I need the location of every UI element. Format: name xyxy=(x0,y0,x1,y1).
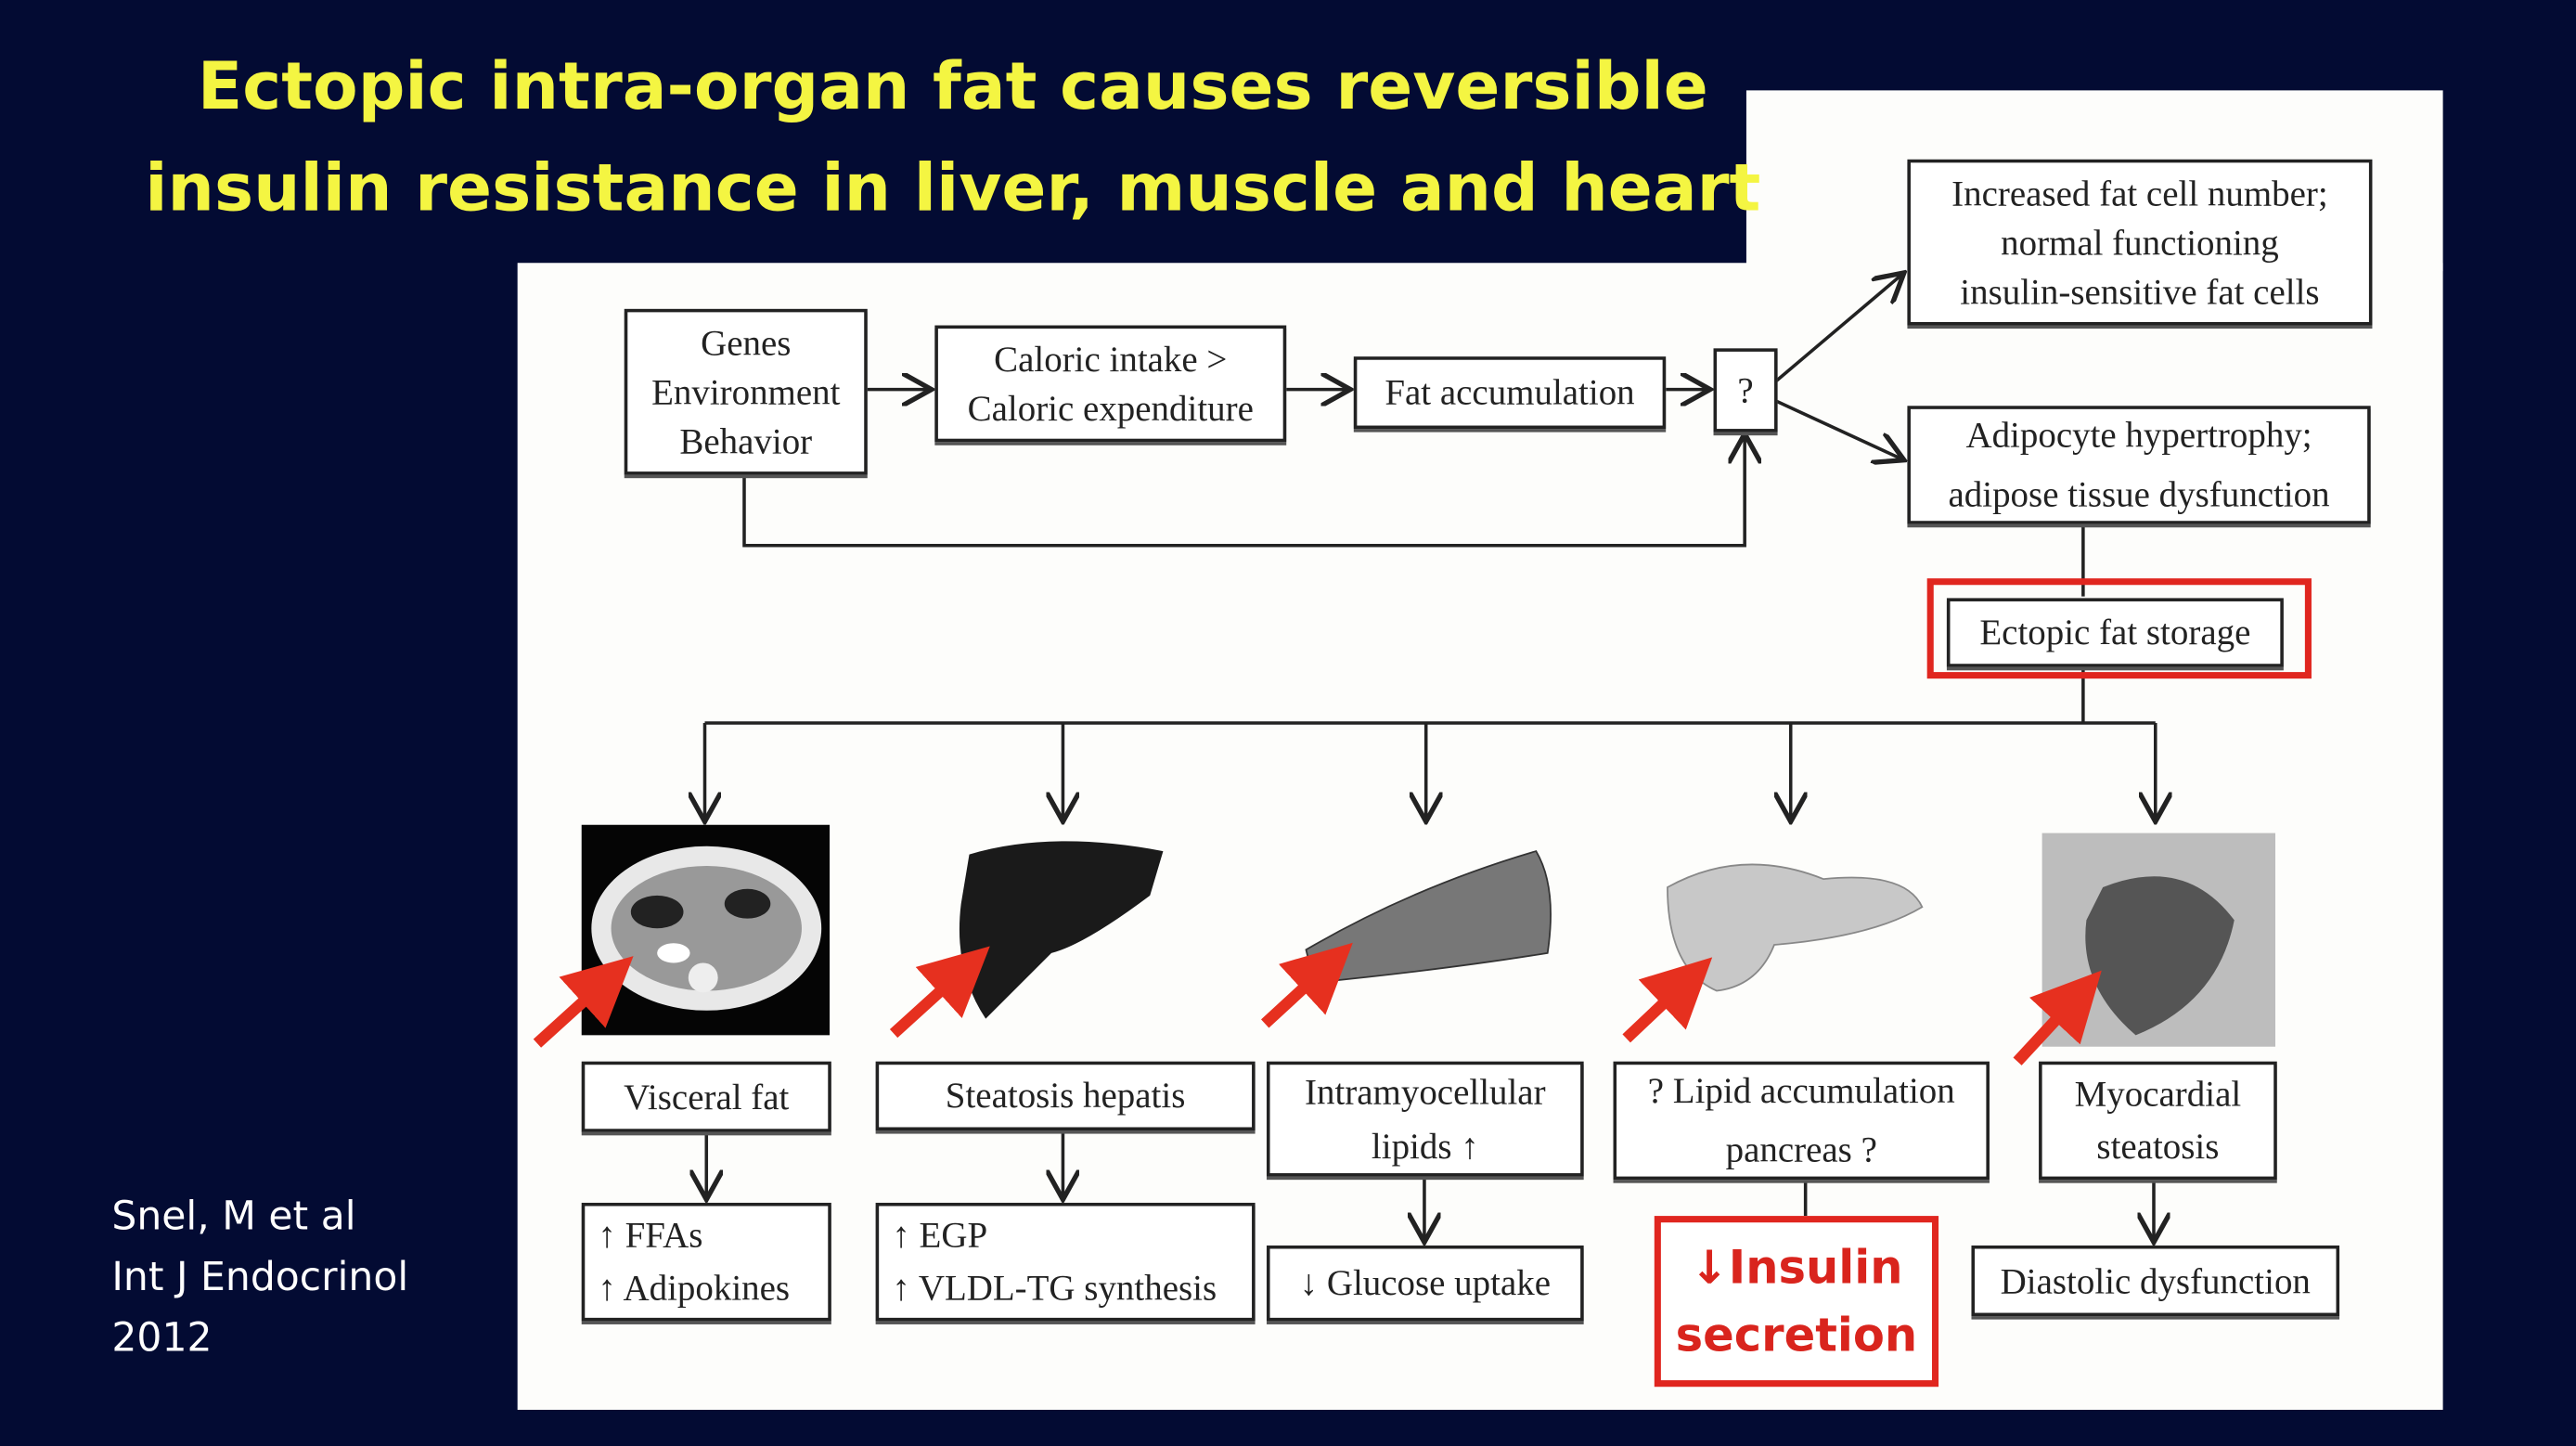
muscle-image xyxy=(1305,850,1552,984)
box-text: Fat accumulation xyxy=(1385,371,1635,413)
box-text: Diastolic dysfunction xyxy=(2000,1259,2311,1301)
box-text: Intramyocellular xyxy=(1305,1071,1546,1113)
genes-environment-behavior-box: Genes Environment Behavior xyxy=(624,308,868,475)
intramyocellular-lipids-box: Intramyocellular lipids ↑ xyxy=(1266,1061,1584,1177)
box-text: Caloric expenditure xyxy=(967,386,1254,429)
steatosis-hepatis-box: Steatosis hepatis xyxy=(875,1061,1256,1131)
box-text: Adipocyte hypertrophy; xyxy=(1965,414,2312,456)
citation-authors: Snel, M et al xyxy=(111,1193,356,1239)
box-text: Behavior xyxy=(679,420,813,461)
egp-vldl-box: ↑ EGP ↑ VLDL-TG synthesis xyxy=(875,1202,1256,1322)
visceral-fat-box: Visceral fat xyxy=(581,1061,831,1132)
title-line-1: Ectopic intra-organ fat causes reversibl… xyxy=(197,49,1708,125)
arrow xyxy=(1775,399,1904,460)
fat-accumulation-box: Fat accumulation xyxy=(1353,356,1667,430)
box-text: ? xyxy=(1737,368,1754,410)
citation-year: 2012 xyxy=(111,1314,213,1361)
box-text: adipose tissue dysfunction xyxy=(1948,472,2330,515)
red-pointer-arrows xyxy=(533,942,2102,1065)
arrow xyxy=(1774,273,1904,383)
box-text: pancreas ? xyxy=(1725,1129,1877,1170)
box-text: Myocardial xyxy=(2074,1073,2242,1115)
adipocyte-hypertrophy-box: Adipocyte hypertrophy; adipose tissue dy… xyxy=(1907,406,2371,524)
box-text: normal functioning xyxy=(2001,221,2279,263)
box-text: Ectopic fat storage xyxy=(1979,611,2251,652)
feedback-arrow xyxy=(742,433,1745,548)
box-text: ↓Insulin xyxy=(1690,1240,1903,1296)
box-text: Increased fat cell number; xyxy=(1951,172,2328,213)
box-text: Caloric intake > xyxy=(994,337,1228,380)
diastolic-dysfunction-box: Diastolic dysfunction xyxy=(1971,1245,2340,1317)
box-text: Steatosis hepatis xyxy=(945,1074,1186,1117)
ectopic-highlight xyxy=(1926,578,2312,679)
box-text: Environment xyxy=(651,370,841,412)
caloric-balance-box: Caloric intake > Caloric expenditure xyxy=(934,325,1287,443)
box-text: Visceral fat xyxy=(624,1075,790,1117)
box-text: ↑ Adipokines xyxy=(598,1266,791,1309)
box-text: Genes xyxy=(701,321,792,363)
insulin-secretion-box: ↓Insulin secretion xyxy=(1654,1216,1939,1388)
pancreas-image xyxy=(1667,863,1924,992)
increased-fat-cell-box: Increased fat cell number; normal functi… xyxy=(1907,159,2373,326)
ct-scan-image xyxy=(581,824,831,1036)
question-box: ? xyxy=(1713,348,1778,433)
ffas-adipokines-box: ↑ FFAs ↑ Adipokines xyxy=(581,1202,831,1322)
box-text: ↑ EGP xyxy=(892,1214,988,1256)
lipid-accumulation-pancreas-box: ? Lipid accumulation pancreas ? xyxy=(1613,1061,1990,1181)
box-text: ↓ Glucose uptake xyxy=(1299,1261,1552,1303)
box-text: lipids ↑ xyxy=(1371,1125,1479,1167)
box-text: ↑ VLDL-TG synthesis xyxy=(892,1266,1217,1309)
box-text: ? Lipid accumulation xyxy=(1647,1069,1955,1111)
ectopic-fat-storage-box: Ectopic fat storage xyxy=(1946,598,2284,667)
slide-title: Ectopic intra-organ fat causes reversibl… xyxy=(132,36,1774,240)
glucose-uptake-box: ↓ Glucose uptake xyxy=(1266,1245,1584,1322)
liver-image xyxy=(959,841,1164,1019)
heart-image xyxy=(2041,833,2276,1047)
box-text: steatosis xyxy=(2096,1125,2220,1167)
citation: Snel, M et al Int J Endocrinol 2012 xyxy=(111,1186,408,1369)
title-line-2: insulin resistance in liver, muscle and … xyxy=(145,150,1761,227)
box-text: insulin-sensitive fat cells xyxy=(1960,270,2320,312)
myocardial-steatosis-box: Myocardial steatosis xyxy=(2039,1061,2277,1181)
box-text: ↑ FFAs xyxy=(598,1214,703,1256)
citation-journal: Int J Endocrinol xyxy=(111,1253,409,1300)
box-text: secretion xyxy=(1675,1308,1918,1362)
